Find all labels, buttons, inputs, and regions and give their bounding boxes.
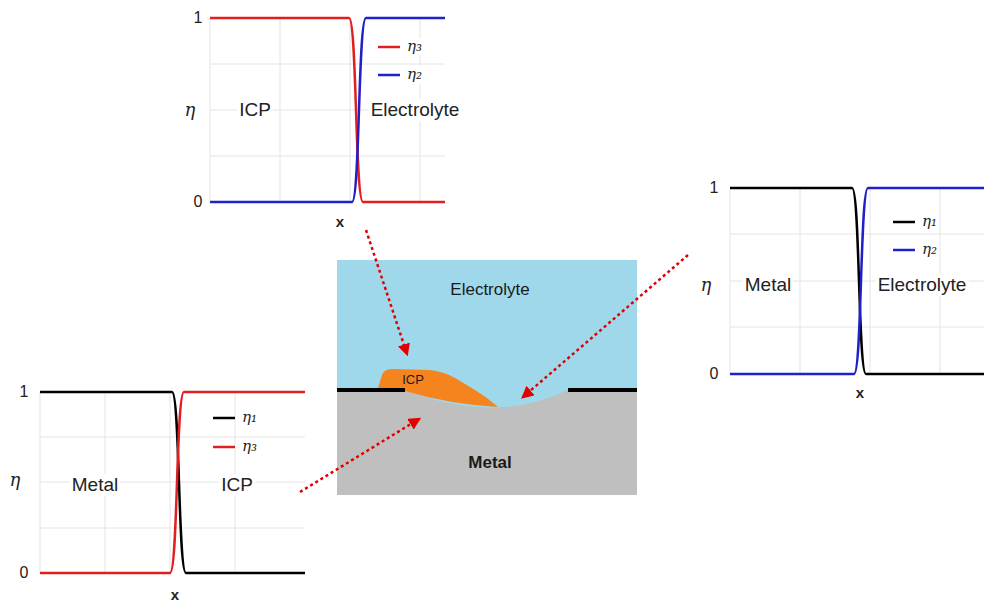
axis-label: η: [699, 275, 714, 296]
electrolyte-region: [337, 260, 637, 495]
legend-sample: [213, 417, 235, 420]
region-label: ICP: [401, 373, 425, 388]
axis-label: 1: [708, 179, 721, 197]
region-text: Metal: [468, 453, 511, 473]
legend-text: η₁: [240, 409, 259, 426]
legend-text: η₂: [405, 66, 424, 83]
legend-text: η₃: [240, 438, 259, 455]
grid: [40, 18, 984, 573]
legend-text: η₃: [405, 38, 424, 55]
axis-label: 0: [708, 365, 721, 383]
axis-label: ICP: [219, 474, 255, 496]
legend-sample: [893, 221, 915, 224]
leader-arrow: [300, 419, 419, 492]
legend-text: η₁: [920, 213, 939, 230]
region-text: ICP: [402, 373, 424, 388]
axis-label: Electrolyte: [369, 99, 462, 121]
legend-text: η₂: [920, 241, 939, 258]
region-label: Electrolyte: [447, 278, 532, 302]
eta3-curve: [40, 392, 305, 573]
axis-label: η: [8, 470, 23, 491]
axis-label: 1: [18, 383, 31, 401]
legend-sample: [893, 249, 915, 252]
region-text: Electrolyte: [450, 280, 529, 300]
legend-sample: [378, 74, 400, 77]
eta1-curve: [730, 188, 984, 374]
axis-label: 0: [192, 193, 205, 211]
axis-label: Metal: [743, 274, 793, 296]
axis-label: η: [183, 100, 198, 121]
eta1-curve: [40, 392, 305, 573]
axis-label: x: [854, 384, 866, 401]
axis-label: x: [334, 213, 346, 230]
axis-label: 1: [192, 9, 205, 27]
surface-line: [337, 388, 637, 392]
axis-label: 0: [18, 564, 31, 582]
legend-sample: [213, 446, 235, 449]
axis-label: ICP: [237, 99, 273, 121]
region-label: Metal: [465, 451, 514, 475]
leader-arrow: [523, 255, 688, 397]
icp-layer: [378, 369, 498, 407]
legend-sample: [378, 46, 400, 49]
eta2-curve: [730, 188, 984, 374]
axis-label: x: [169, 586, 181, 603]
axis-label: Metal: [70, 474, 120, 496]
leader-arrow: [366, 230, 407, 354]
axis-label: Electrolyte: [876, 274, 969, 296]
